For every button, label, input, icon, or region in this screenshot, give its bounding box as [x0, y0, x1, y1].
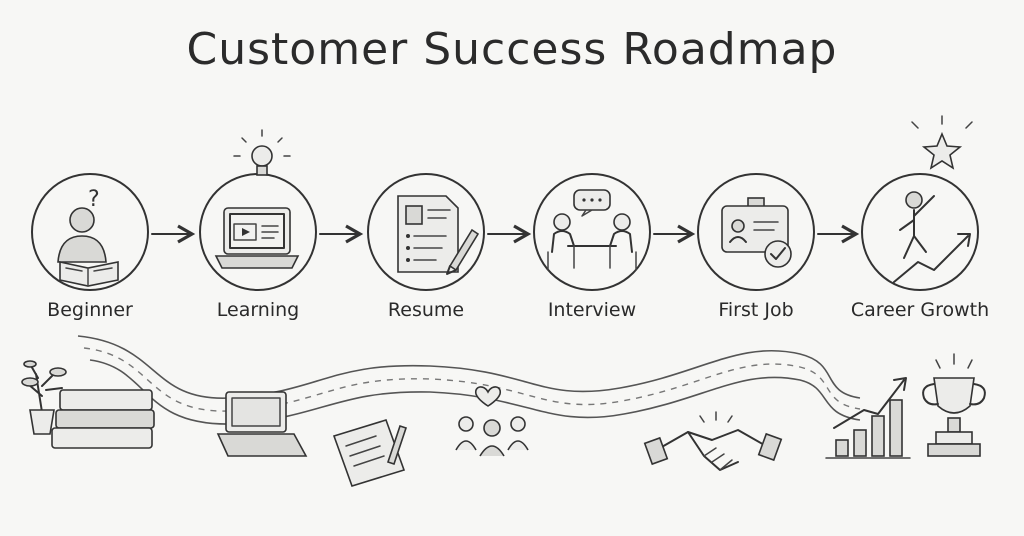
- lightbulb-icon: [233, 129, 291, 176]
- community-heart-icon: [455, 386, 529, 457]
- step-label-learning: Learning: [216, 299, 300, 321]
- plant-books-icon: [21, 360, 155, 449]
- diagram-title: Customer Success Roadmap: [186, 24, 838, 75]
- interview-icon: [547, 189, 637, 271]
- growth-bars-icon: [825, 377, 911, 459]
- laptop-icon: [216, 391, 308, 457]
- pencil-icon: [446, 228, 480, 275]
- step-circle-first-job: [697, 173, 815, 291]
- notebook-pen-icon: [332, 419, 408, 487]
- step-label-first-job: First Job: [718, 299, 794, 321]
- step-circle-resume: [367, 173, 485, 291]
- resume-document-icon: [397, 195, 459, 273]
- climbing-growth-icon: [893, 191, 971, 283]
- step-circle-career-growth: [861, 173, 979, 291]
- step-label-interview: Interview: [547, 299, 637, 321]
- svg-text:?: ?: [88, 187, 100, 212]
- step-label-resume: Resume: [387, 299, 465, 321]
- step-circle-interview: [533, 173, 651, 291]
- id-badge-icon: [721, 197, 792, 268]
- step-circle-beginner: [31, 173, 149, 291]
- step-label-career-growth: Career Growth: [850, 299, 990, 321]
- winding-road: [77, 335, 861, 425]
- person-reading-icon: ?: [57, 187, 119, 287]
- step-label-beginner: Beginner: [47, 299, 133, 321]
- laptop-video-icon: [214, 207, 300, 269]
- star-icon: [911, 115, 973, 170]
- handshake-icon: [643, 411, 783, 471]
- trophy-icon: [922, 353, 986, 457]
